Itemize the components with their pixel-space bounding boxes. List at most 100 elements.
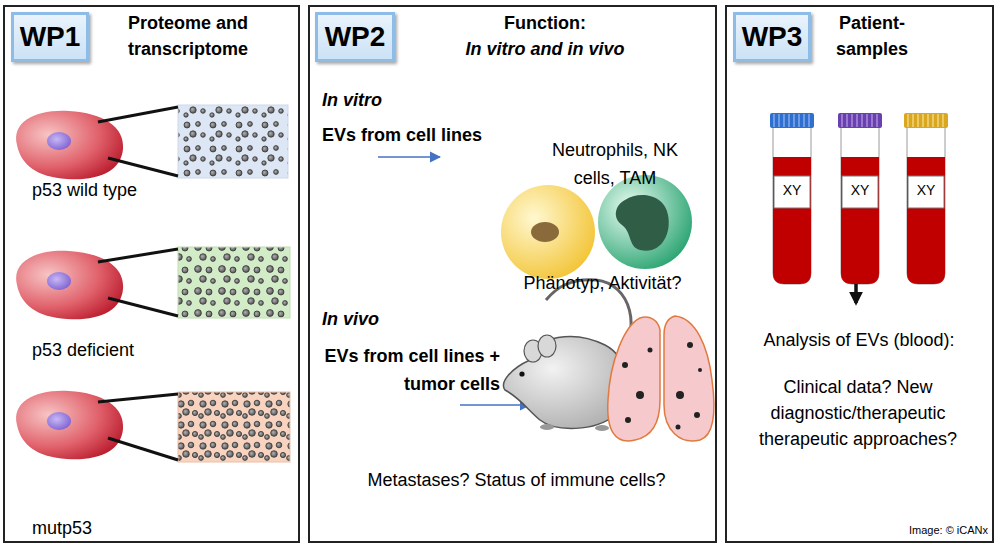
cell-label: mutp53 xyxy=(32,515,92,541)
cell-shape: p53 deficient xyxy=(7,247,187,367)
metastasis-dot xyxy=(687,342,693,348)
tube-blood xyxy=(841,157,879,284)
cap-stripe xyxy=(907,114,908,127)
mouse xyxy=(504,280,632,431)
cap-stripe xyxy=(917,114,918,127)
metastases xyxy=(622,342,702,430)
cap-stripe xyxy=(808,114,809,127)
tube-cap xyxy=(904,113,948,128)
tube-glass xyxy=(773,127,811,284)
section-heading: In vitro xyxy=(322,86,382,114)
cell-types: Neutrophils, NK cells, TAM xyxy=(545,136,685,192)
tube-cap xyxy=(770,113,814,128)
cap-stripe xyxy=(773,114,774,127)
tube-label: XY xyxy=(838,180,882,200)
tube-blood xyxy=(773,157,811,284)
ev-samples xyxy=(178,105,290,462)
section-heading: In vivo xyxy=(322,305,379,333)
metastasis-dot xyxy=(648,348,653,353)
work-package-badge: WP2 xyxy=(315,12,395,62)
metastasis-dot xyxy=(625,417,631,423)
metastasis-dot xyxy=(676,391,684,399)
cap-stripe xyxy=(798,114,799,127)
fan-line xyxy=(108,298,178,316)
input-label: EVs from cell lines + tumor cells xyxy=(315,342,500,398)
panel-title: Patient- samples xyxy=(812,10,932,62)
cap-stripe xyxy=(942,114,943,127)
blood-tube: XY xyxy=(904,113,948,285)
mouse-foot xyxy=(540,424,554,430)
cell-body xyxy=(16,111,123,179)
cap-stripe xyxy=(912,114,913,127)
cell-label: p53 deficient xyxy=(32,337,134,363)
cap-stripe xyxy=(778,114,779,127)
lung-lobe xyxy=(664,316,714,441)
cell-outline xyxy=(7,247,127,323)
flow-arrow xyxy=(460,404,530,406)
tube-blood xyxy=(907,157,945,284)
cell-nucleus xyxy=(616,195,669,251)
cell-nucleus xyxy=(47,412,71,430)
cap-stripe xyxy=(876,114,877,127)
fan-line xyxy=(108,438,178,460)
tube-outline xyxy=(904,113,948,285)
tube-glass xyxy=(841,127,879,284)
tube-glass xyxy=(907,127,945,284)
cell-body xyxy=(16,391,123,459)
cap-stripe xyxy=(932,114,933,127)
cap-stripe xyxy=(846,114,847,127)
cap-stripe xyxy=(856,114,857,127)
tube-outline xyxy=(838,113,882,285)
cap-stripe xyxy=(841,114,842,127)
cap-stripe xyxy=(922,114,923,127)
macrophage-cell xyxy=(598,175,692,269)
mouse-foot xyxy=(595,425,609,431)
tube-label: XY xyxy=(904,180,948,200)
metastasis-dot xyxy=(698,368,702,372)
work-package-badge: WP3 xyxy=(733,12,811,62)
mouse-ear xyxy=(538,335,556,357)
tube-cap xyxy=(838,113,882,128)
work-package-panel: Function:In vitro and in vivoWP2 xyxy=(308,5,717,543)
cell-outline xyxy=(7,107,127,183)
lungs xyxy=(608,316,714,441)
cap-stripe xyxy=(927,114,928,127)
badge-label: WP3 xyxy=(736,15,808,59)
ev-box xyxy=(178,392,290,462)
question-text: Phänotyp, Aktivität? xyxy=(495,269,710,297)
mouse-tail xyxy=(546,280,631,362)
cap-stripe xyxy=(793,114,794,127)
metastasis-dot xyxy=(694,412,700,418)
fan-lines xyxy=(98,107,178,460)
cap-stripe xyxy=(861,114,862,127)
panel-title: Function: xyxy=(395,10,695,36)
metastasis-dot xyxy=(636,391,644,399)
badge-label: WP2 xyxy=(318,15,392,59)
down-arrow xyxy=(854,284,858,303)
work-package-panel: Patient- samplesWP3XY XY XY xyxy=(725,5,994,543)
fan-line xyxy=(98,394,178,402)
blood-tube: XY xyxy=(770,113,814,285)
cell-shape: p53 wild type xyxy=(7,107,187,207)
cap-stripe xyxy=(788,114,789,127)
analysis-text: Analysis of EVs (blood): xyxy=(728,326,990,354)
neutrophil-cell xyxy=(501,185,595,279)
input-label: EVs from cell lines xyxy=(322,121,482,149)
cell-nucleus xyxy=(47,272,71,290)
panel-subtitle: In vitro and in vivo xyxy=(395,36,695,62)
cell-nucleus xyxy=(47,132,71,150)
cell-nucleus xyxy=(531,222,559,242)
work-package-panel: Proteome and transcriptomeWP1p53 wild ty… xyxy=(3,5,300,543)
panel-title: Proteome and transcriptome xyxy=(98,10,278,62)
flow-arrow xyxy=(378,156,440,158)
blood-tube: XY xyxy=(838,113,882,285)
tube-outline xyxy=(770,113,814,285)
cap-stripe xyxy=(803,114,804,127)
cap-stripe xyxy=(866,114,867,127)
mouse-eye xyxy=(519,371,524,376)
image-credit: Image: © iCANx xyxy=(860,522,988,538)
lung-lobe xyxy=(608,317,660,441)
cell-label: p53 wild type xyxy=(32,177,137,203)
fan-line xyxy=(98,249,178,262)
